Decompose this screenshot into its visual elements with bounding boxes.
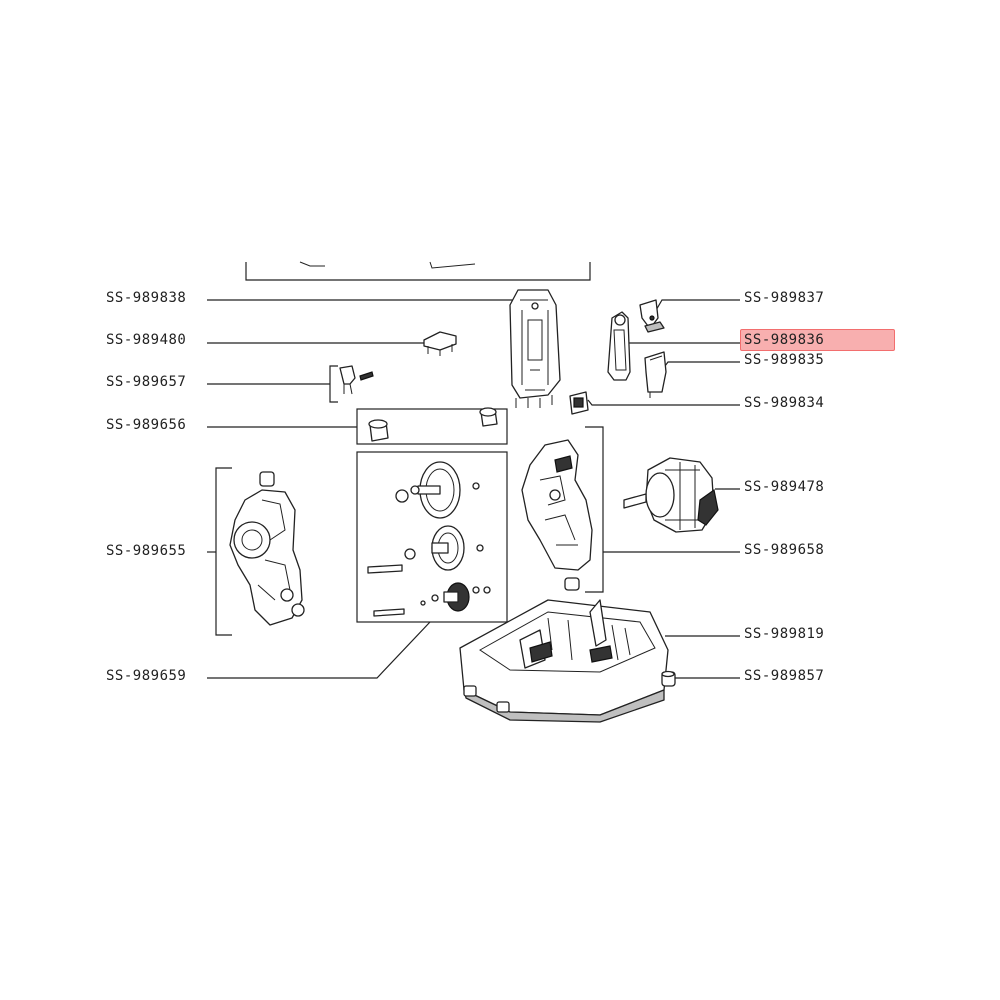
part-989657-knob-spring [339, 365, 374, 395]
part-label-989659[interactable]: SS-989659 [106, 668, 187, 684]
box-989659 [356, 451, 508, 623]
upper-assembly-frame [245, 261, 591, 281]
part-989835-bracket [644, 351, 667, 398]
bracket-989655 [215, 467, 232, 636]
part-989834-switch [569, 391, 589, 415]
part-label-989837[interactable]: SS-989837 [744, 290, 825, 306]
part-label-989834[interactable]: SS-989834 [744, 395, 825, 411]
leader-989659 [207, 621, 431, 679]
leader-989837 [654, 299, 740, 313]
part-label-989480[interactable]: SS-989480 [106, 332, 187, 348]
part-label-989838[interactable]: SS-989838 [106, 290, 187, 306]
part-989836-lever [607, 311, 631, 381]
part-label-989658[interactable]: SS-989658 [744, 542, 825, 558]
box-989656 [356, 408, 508, 445]
part-label-989657[interactable]: SS-989657 [106, 374, 187, 390]
part-label-989478[interactable]: SS-989478 [744, 479, 825, 495]
part-label-989655[interactable]: SS-989655 [106, 543, 187, 559]
part-989658-gearbox-housing [521, 439, 593, 591]
part-label-989857[interactable]: SS-989857 [744, 668, 825, 684]
part-label-989819[interactable]: SS-989819 [744, 626, 825, 642]
part-label-989835[interactable]: SS-989835 [744, 352, 825, 368]
leader-989834 [587, 399, 740, 406]
part-989819-base [459, 599, 669, 723]
part-989837-latch [639, 299, 665, 333]
bracket-989658 [585, 426, 604, 593]
part-989656-bushings [368, 407, 498, 442]
part-989659-gear-set [367, 461, 491, 617]
bracket-989657 [329, 365, 338, 403]
part-989478-motor [623, 457, 719, 533]
part-989655-gearbox-half [229, 471, 305, 626]
part-label-989656[interactable]: SS-989656 [106, 417, 187, 433]
part-989480-clip [423, 331, 457, 356]
part-989857-foot [661, 670, 676, 687]
part-989838-frame [509, 289, 561, 408]
part-label-989836-selected[interactable]: SS-989836 [740, 329, 896, 351]
leader-989835 [661, 361, 740, 371]
